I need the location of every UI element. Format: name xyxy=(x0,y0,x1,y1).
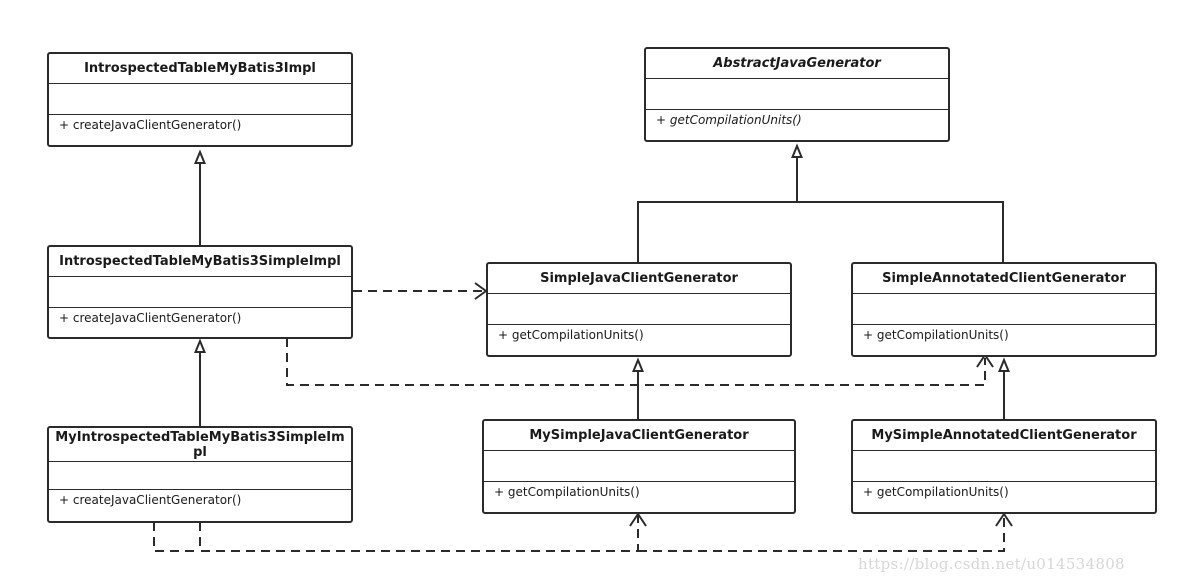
class-name: SimpleJavaClientGenerator xyxy=(488,264,790,294)
generalization-my-java-to-java xyxy=(632,357,644,420)
generalization-my-annotated-to-annotated xyxy=(998,357,1010,420)
attributes-compartment xyxy=(49,462,351,490)
operation-get-compilation-units: + getCompilationUnits() xyxy=(863,485,1009,499)
operation-get-compilation-units: + getCompilationUnits() xyxy=(498,328,644,342)
class-simple-annotated-client-generator: SimpleAnnotatedClientGenerator + getComp… xyxy=(851,262,1157,357)
class-my-simple-java-client-generator: MySimpleJavaClientGenerator + getCompila… xyxy=(482,419,796,514)
class-name: MySimpleJavaClientGenerator xyxy=(484,421,794,451)
dependency-my-simple-impl-to-my-java-client xyxy=(153,516,639,552)
generalization-simple-impl-to-impl xyxy=(194,149,206,246)
attributes-compartment xyxy=(49,84,351,115)
attributes-compartment xyxy=(853,451,1155,482)
operation-get-compilation-units: + getCompilationUnits() xyxy=(494,485,640,499)
class-introspected-table-mybatis3-impl: IntrospectedTableMyBatis3Impl + createJa… xyxy=(47,52,353,147)
generalization-generators-to-abstract xyxy=(637,143,1004,263)
dependency-simple-impl-to-annotated-client xyxy=(286,338,986,386)
class-name: IntrospectedTableMyBatis3Impl xyxy=(49,54,351,84)
operation-get-compilation-units: + getCompilationUnits() xyxy=(656,113,802,127)
class-simple-java-client-generator: SimpleJavaClientGenerator + getCompilati… xyxy=(486,262,792,357)
attributes-compartment xyxy=(49,277,351,308)
generalization-my-simple-impl-to-simple-impl xyxy=(194,338,206,427)
dependency-my-simple-impl-to-my-annotated-client xyxy=(638,516,1005,552)
attributes-compartment xyxy=(646,79,948,110)
operation-get-compilation-units: + getCompilationUnits() xyxy=(863,328,1009,342)
attributes-compartment xyxy=(488,294,790,325)
class-introspected-table-mybatis3-simple-impl: IntrospectedTableMyBatis3SimpleImpl + cr… xyxy=(47,245,353,339)
attributes-compartment xyxy=(484,451,794,482)
operation-create-java-client-generator: + createJavaClientGenerator() xyxy=(59,493,242,507)
operation-create-java-client-generator: + createJavaClientGenerator() xyxy=(59,118,242,132)
class-name: MySimpleAnnotatedClientGenerator xyxy=(853,421,1155,451)
dependency-arrowhead-my-java-client xyxy=(629,512,647,527)
class-my-introspected-table-mybatis3-simple-impl: MyIntrospectedTableMyBatis3SimpleImpl + … xyxy=(47,426,353,523)
class-name: SimpleAnnotatedClientGenerator xyxy=(853,264,1155,294)
operation-create-java-client-generator: + createJavaClientGenerator() xyxy=(59,311,242,325)
class-name: IntrospectedTableMyBatis3SimpleImpl xyxy=(49,247,351,277)
class-name: AbstractJavaGenerator xyxy=(646,49,948,79)
class-abstract-java-generator: AbstractJavaGenerator + getCompilationUn… xyxy=(644,47,950,142)
dependency-arrowhead-my-annotated-client xyxy=(995,512,1013,527)
attributes-compartment xyxy=(853,294,1155,325)
watermark-url: https://blog.csdn.net/u014534808 xyxy=(858,555,1125,573)
class-my-simple-annotated-client-generator: MySimpleAnnotatedClientGenerator + getCo… xyxy=(851,419,1157,514)
class-name: MyIntrospectedTableMyBatis3SimpleImpl xyxy=(49,428,351,462)
